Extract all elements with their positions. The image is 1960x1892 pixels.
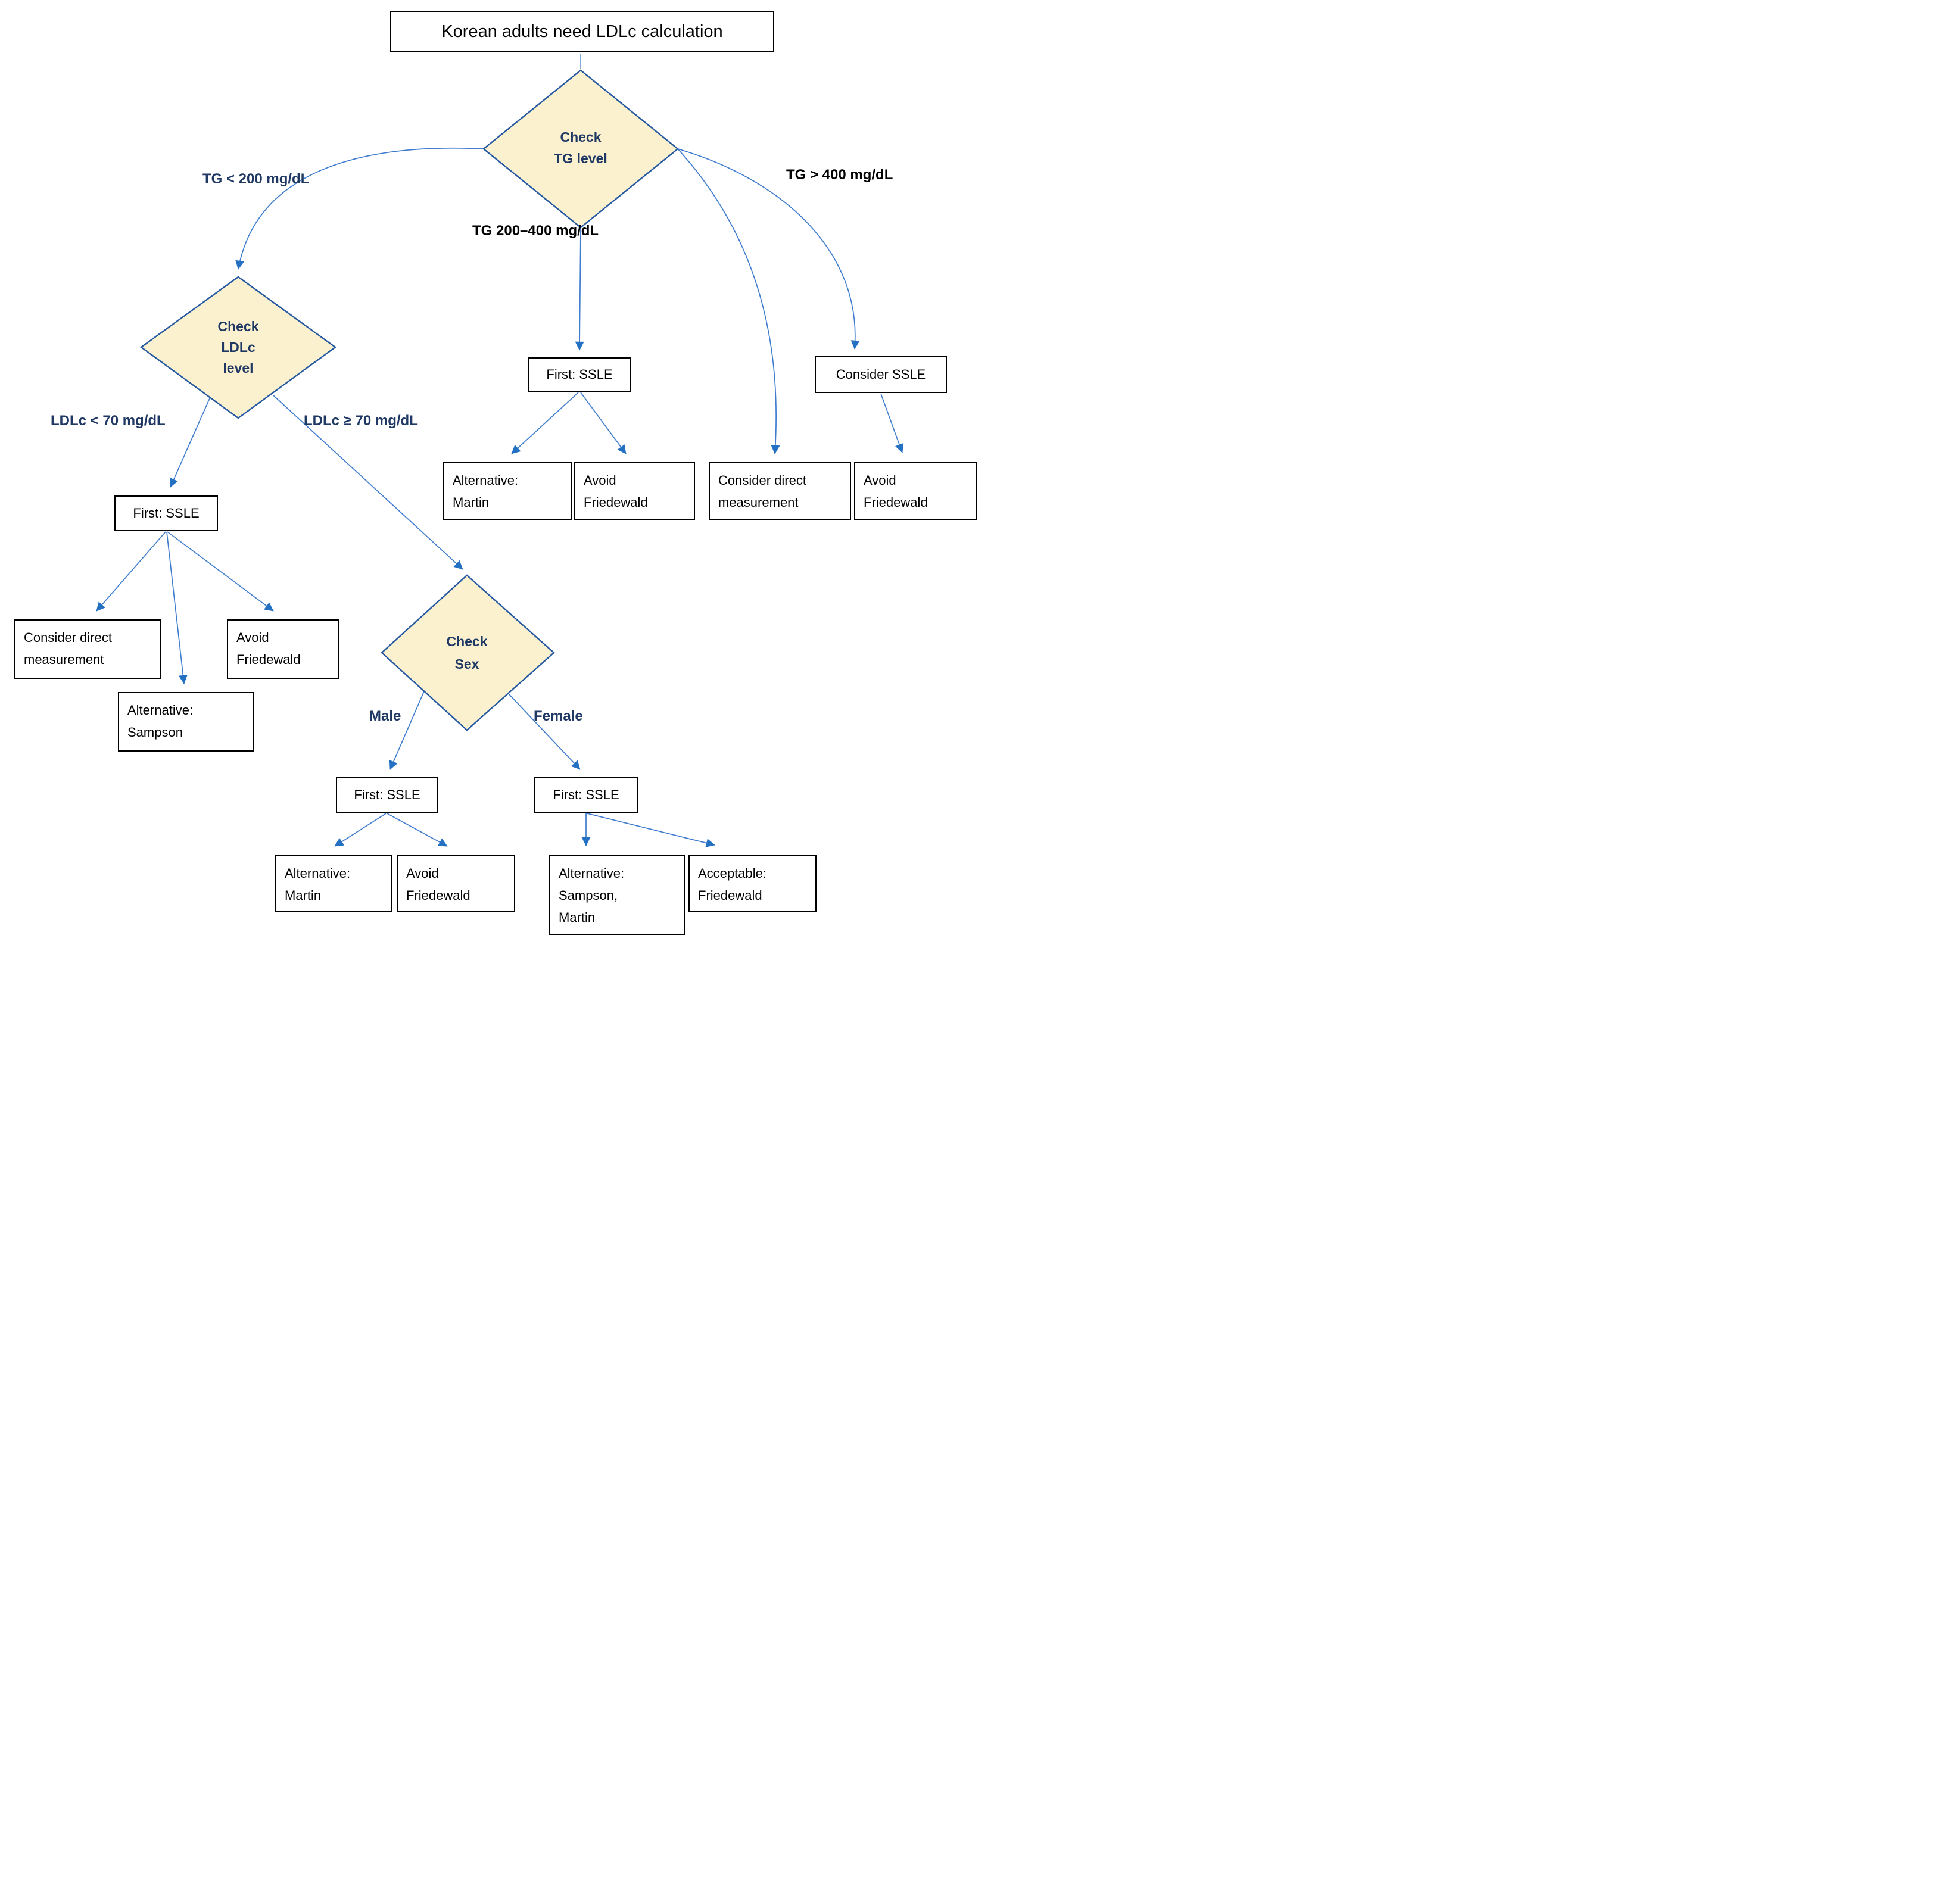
consider-direct-measurement-right: Consider direct measurement — [709, 462, 851, 520]
start-node: Korean adults need LDLc calculation — [390, 11, 774, 52]
edge-first-ssle-left-to-alternative-sampson — [166, 531, 188, 684]
acceptable-friedewald: Acceptable: Friedewald — [688, 855, 817, 912]
edge-first-ssle-female-to-acceptable-friedewald — [587, 813, 715, 847]
check-tg-diamond — [482, 69, 679, 229]
edge-first-ssle-left-to-consider-direct-left — [96, 531, 166, 612]
branch-label-ldlc-ge-70: LDLc ≥ 70 mg/dL — [304, 413, 418, 429]
avoid-friedewald-left: Avoid Friedewald — [227, 619, 339, 679]
edge-check-ldlc-to-first-ssle-left — [169, 398, 210, 488]
edge-check-tg-to-check-ldlc — [235, 147, 484, 270]
alternative-sampson: Alternative: Sampson — [118, 692, 254, 752]
first-ssle-tg-200-400: First: SSLE — [528, 357, 631, 392]
check-ldlc-diamond — [139, 276, 337, 419]
avoid-friedewald-right: Avoid Friedewald — [854, 462, 977, 520]
edge-check-ldlc-to-check-sex — [272, 394, 463, 570]
first-ssle-female: First: SSLE — [534, 777, 638, 813]
edge-first-ssle-male-to-alternative-martin — [334, 813, 387, 847]
check-sex-label: Check Sex — [446, 634, 488, 672]
edge-first-ssle-left-to-avoid-friedewald-left — [167, 531, 274, 612]
consider-direct-measurement-left: Consider direct measurement — [14, 619, 161, 679]
branch-label-tg-lt-200: TG < 200 mg/dL — [202, 171, 310, 187]
first-ssle-male: First: SSLE — [336, 777, 438, 813]
alternative-martin-mid: Alternative: Martin — [443, 462, 572, 520]
branch-label-ldlc-lt-70: LDLc < 70 mg/dL — [51, 413, 166, 429]
alternative-martin-male: Alternative: Martin — [275, 855, 392, 912]
edge-check-sex-to-first-ssle-female — [507, 693, 581, 770]
check-ldlc-label: Check LDLc level — [217, 319, 259, 376]
edge-first-ssle-mid-to-alternative-martin — [511, 392, 579, 454]
edge-first-ssle-mid-to-avoid-friedewald — [580, 392, 627, 454]
edge-consider-ssle-to-avoid-friedewald-right — [880, 393, 904, 453]
avoid-friedewald-mid: Avoid Friedewald — [574, 462, 695, 520]
avoid-friedewald-male: Avoid Friedewald — [397, 855, 515, 912]
edge-check-sex-to-first-ssle-male — [389, 691, 425, 770]
flowchart-ldlc-calculation: Korean adults need LDLc calculation Chec… — [0, 0, 980, 946]
branch-label-tg-gt-400: TG > 400 mg/dL — [786, 167, 893, 183]
check-tg-label: Check TG level — [554, 129, 607, 166]
edge-check-tg-to-consider-ssle — [677, 148, 860, 350]
first-ssle-ldlc-low: First: SSLE — [114, 495, 218, 531]
branch-label-male: Male — [369, 708, 401, 724]
branch-label-tg-200-400: TG 200–400 mg/dL — [472, 223, 599, 239]
edge-check-tg-to-first-ssle-mid — [575, 227, 584, 351]
diagram-canvas — [96, 54, 904, 847]
alternative-sampson-martin: Alternative: Sampson, Martin — [549, 855, 685, 935]
edge-first-ssle-male-to-avoid-friedewald — [387, 813, 448, 847]
check-sex-diamond — [381, 574, 555, 731]
branch-label-female: Female — [534, 708, 583, 724]
edge-check-tg-to-consider-direct-right — [677, 148, 780, 454]
consider-ssle: Consider SSLE — [815, 356, 947, 393]
